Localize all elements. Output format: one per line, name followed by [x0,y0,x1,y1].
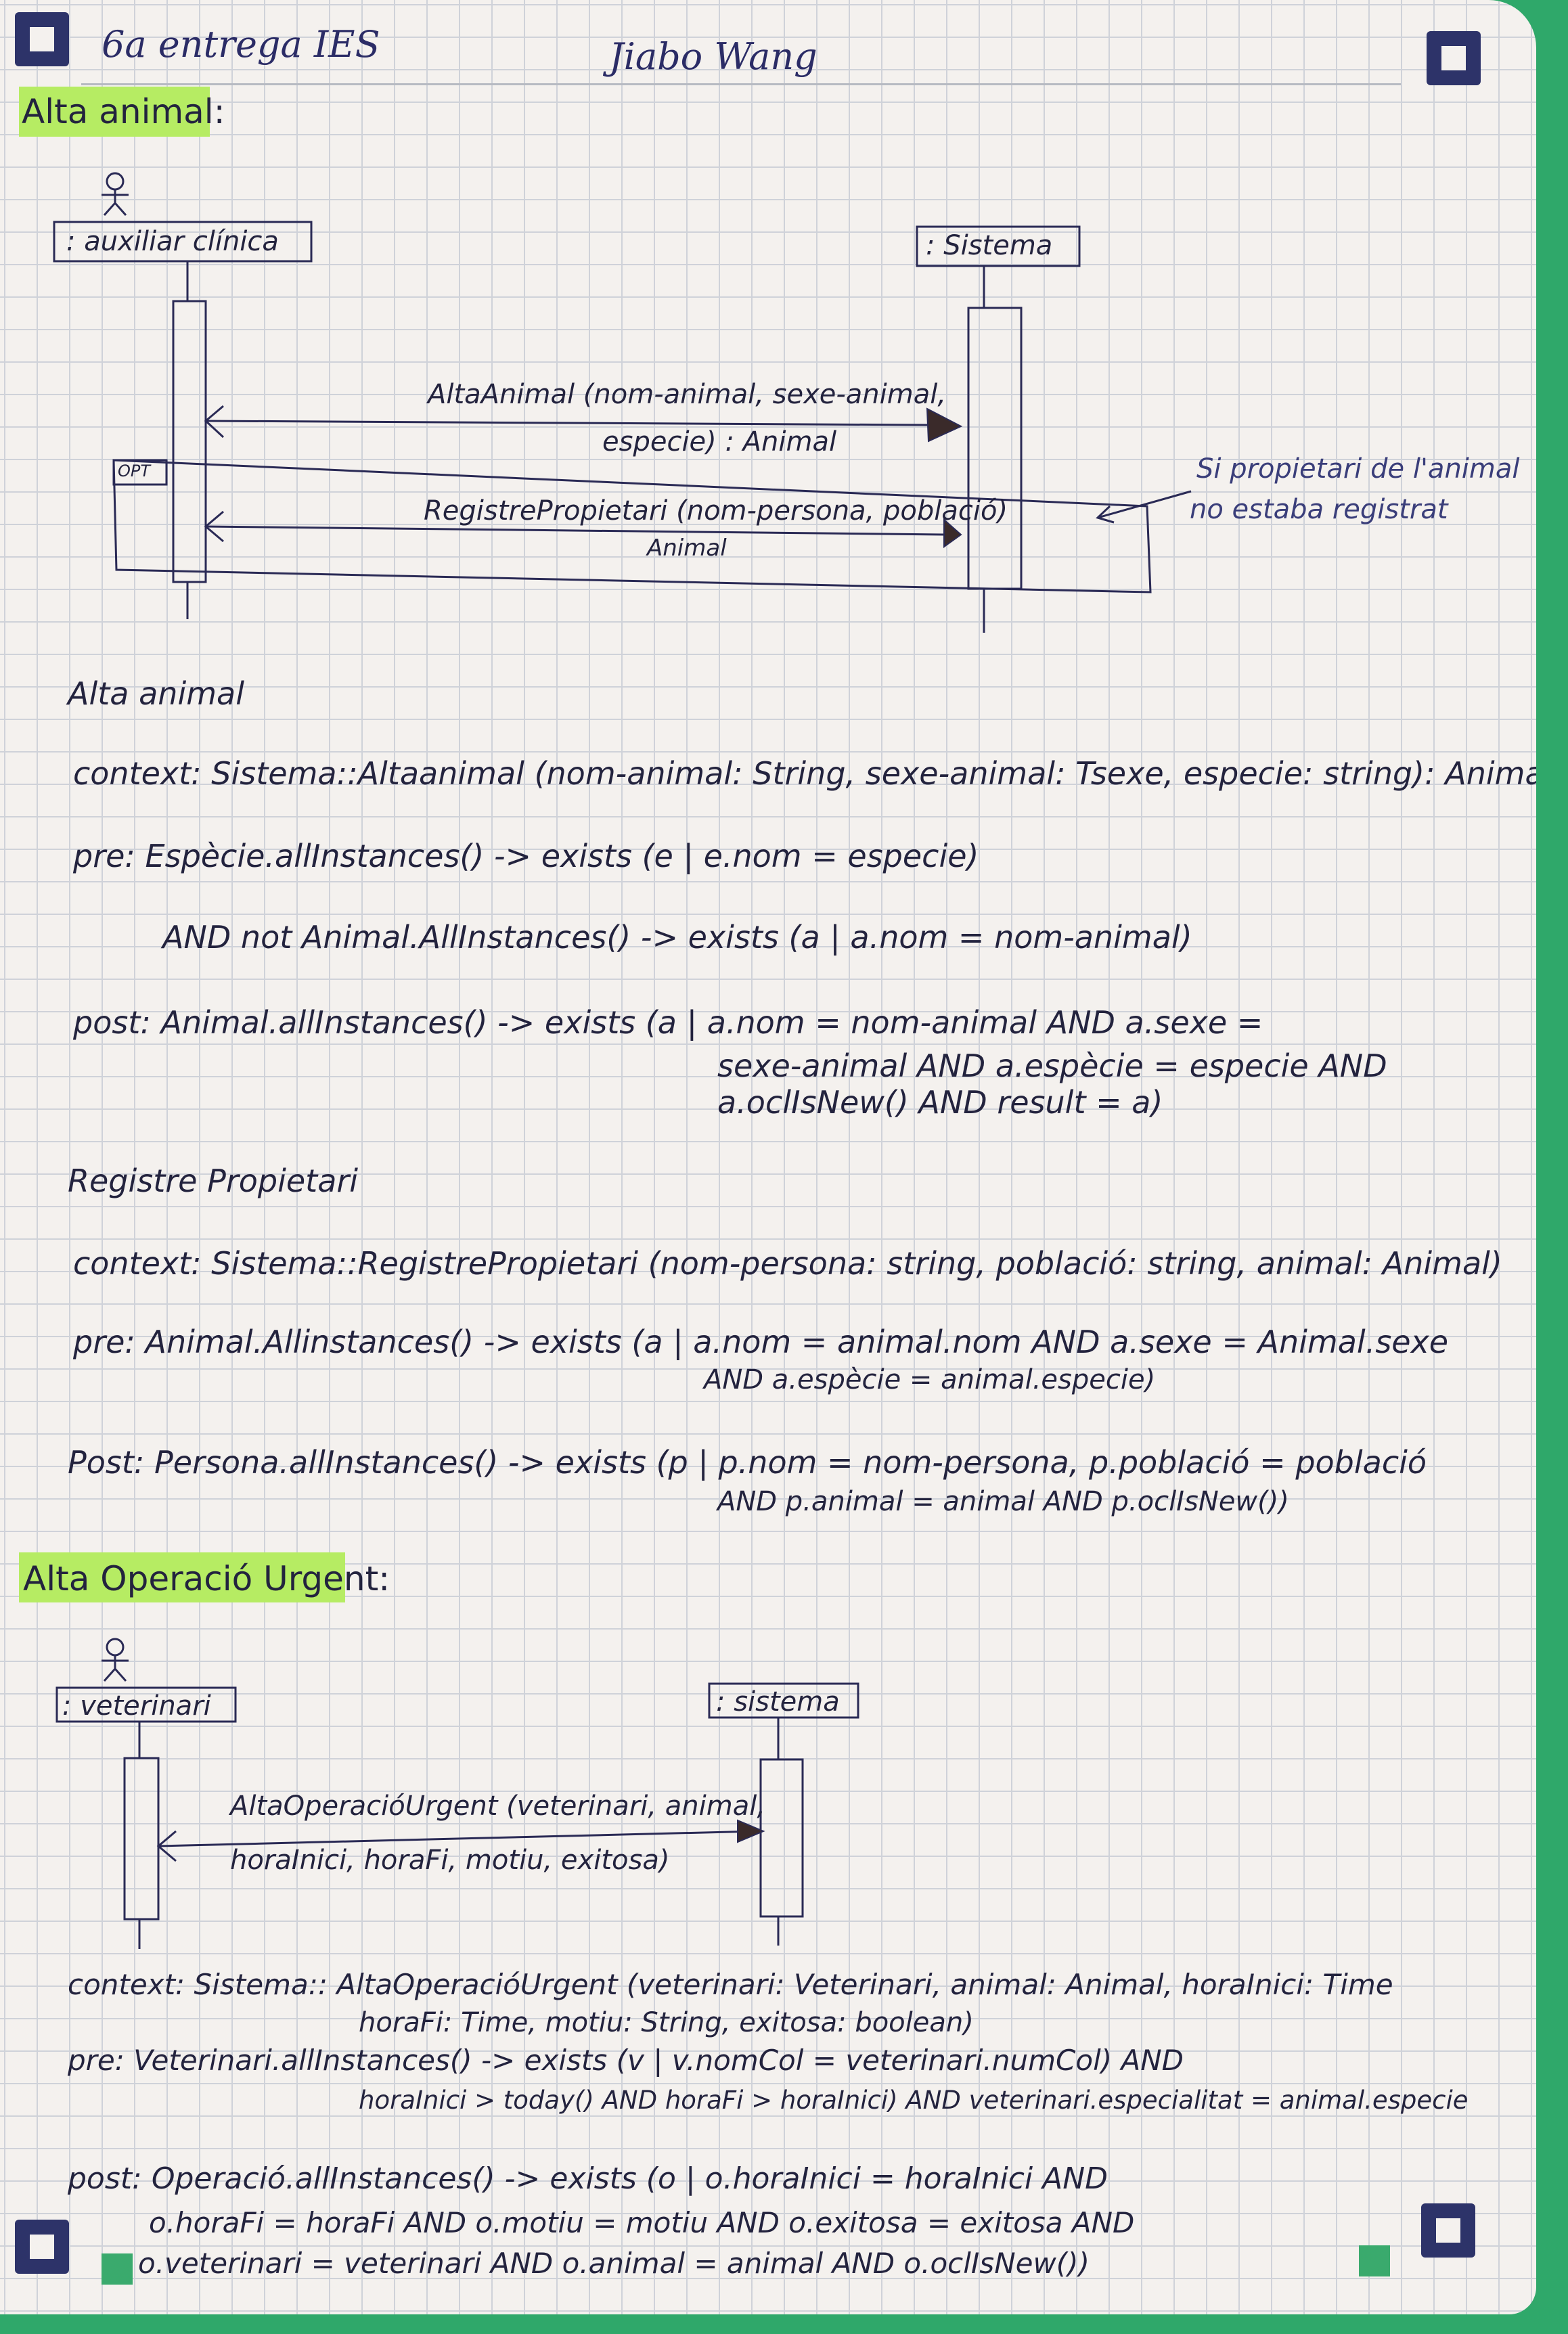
message-label: horaInici, horaFi, motiu, exitosa) [230,1845,670,1876]
ocl-heading: Alta animal [68,675,244,712]
course-title: 6a entrega IES [102,23,380,66]
ocl-post: post: Operació.allInstances() -> exists … [68,2161,1108,2196]
actor-label: : veterinari [62,1690,211,1722]
message-label: AltaOperacióUrgent (veterinari, animal, [230,1791,766,1822]
message-label: RegistrePropietari (nom-persona, poblaci… [424,495,1008,526]
notebook-logo-icon [1427,31,1481,85]
opt-label: OPT [118,462,151,480]
ocl-heading: Registre Propietari [68,1163,359,1199]
actor-label: : auxiliar clínica [66,226,279,257]
note-text: no estaba registrat [1190,494,1448,525]
section-title: Alta animal: [22,92,225,131]
highlight [19,87,210,137]
green-square-icon [1359,2245,1390,2276]
sequence-diagram-lines [53,172,1192,1949]
notebook-logo-icon [15,2220,69,2274]
ocl-pre: pre: Espècie.allInstances() -> exists (e… [73,838,979,874]
ocl-context: horaFi: Time, motiu: String, exitosa: bo… [359,2007,974,2038]
message-label: especie) : Animal [602,426,837,457]
system-label: : Sistema [926,230,1053,261]
notebook-logo-icon [15,12,69,66]
ocl-pre: AND a.espècie = animal.especie) [704,1364,1156,1395]
ocl-pre: pre: Animal.Allinstances() -> exists (a … [73,1324,1449,1360]
message-label: AltaAnimal (nom-animal, sexe-animal, [428,379,947,410]
green-square-icon [102,2253,133,2285]
system-label: : sistema [716,1686,840,1718]
ocl-post: Post: Persona.allInstances() -> exists (… [68,1444,1427,1481]
section-title: Alta Operació Urgent: [23,1559,390,1598]
return-label: Animal [647,535,727,562]
ocl-post: o.veterinari = veterinari AND o.animal =… [138,2247,1090,2280]
ocl-pre: AND not Animal.AllInstances() -> exists … [162,919,1192,956]
note-text: Si propietari de l'animal [1196,453,1520,485]
ocl-context: context: Sistema::RegistrePropietari (no… [73,1245,1502,1282]
ocl-pre: horaInici > today() AND horaFi > horaIni… [359,2086,1469,2115]
highlight [19,1552,345,1602]
ocl-post: sexe-animal AND a.espècie = especie AND [717,1048,1387,1084]
ocl-pre: pre: Veterinari.allInstances() -> exists… [68,2044,1184,2077]
ocl-post: AND p.animal = animal AND p.oclIsNew()) [717,1486,1289,1517]
ocl-context: context: Sistema:: AltaOperacióUrgent (v… [68,1968,1393,2001]
ocl-post: post: Animal.allInstances() -> exists (a… [73,1004,1263,1041]
notebook-logo-icon [1421,2203,1475,2258]
notebook-page: 6a entrega IES Jiabo Wang Alta animal: [0,0,1536,2314]
author-name: Jiabo Wang [609,35,817,78]
ocl-context: context: Sistema::Altaanimal (nom-animal… [73,755,1536,792]
ocl-post: a.oclIsNew() AND result = a) [717,1084,1163,1121]
header-line [81,19,1401,85]
ocl-post: o.horaFi = horaFi AND o.motiu = motiu AN… [149,2206,1135,2239]
